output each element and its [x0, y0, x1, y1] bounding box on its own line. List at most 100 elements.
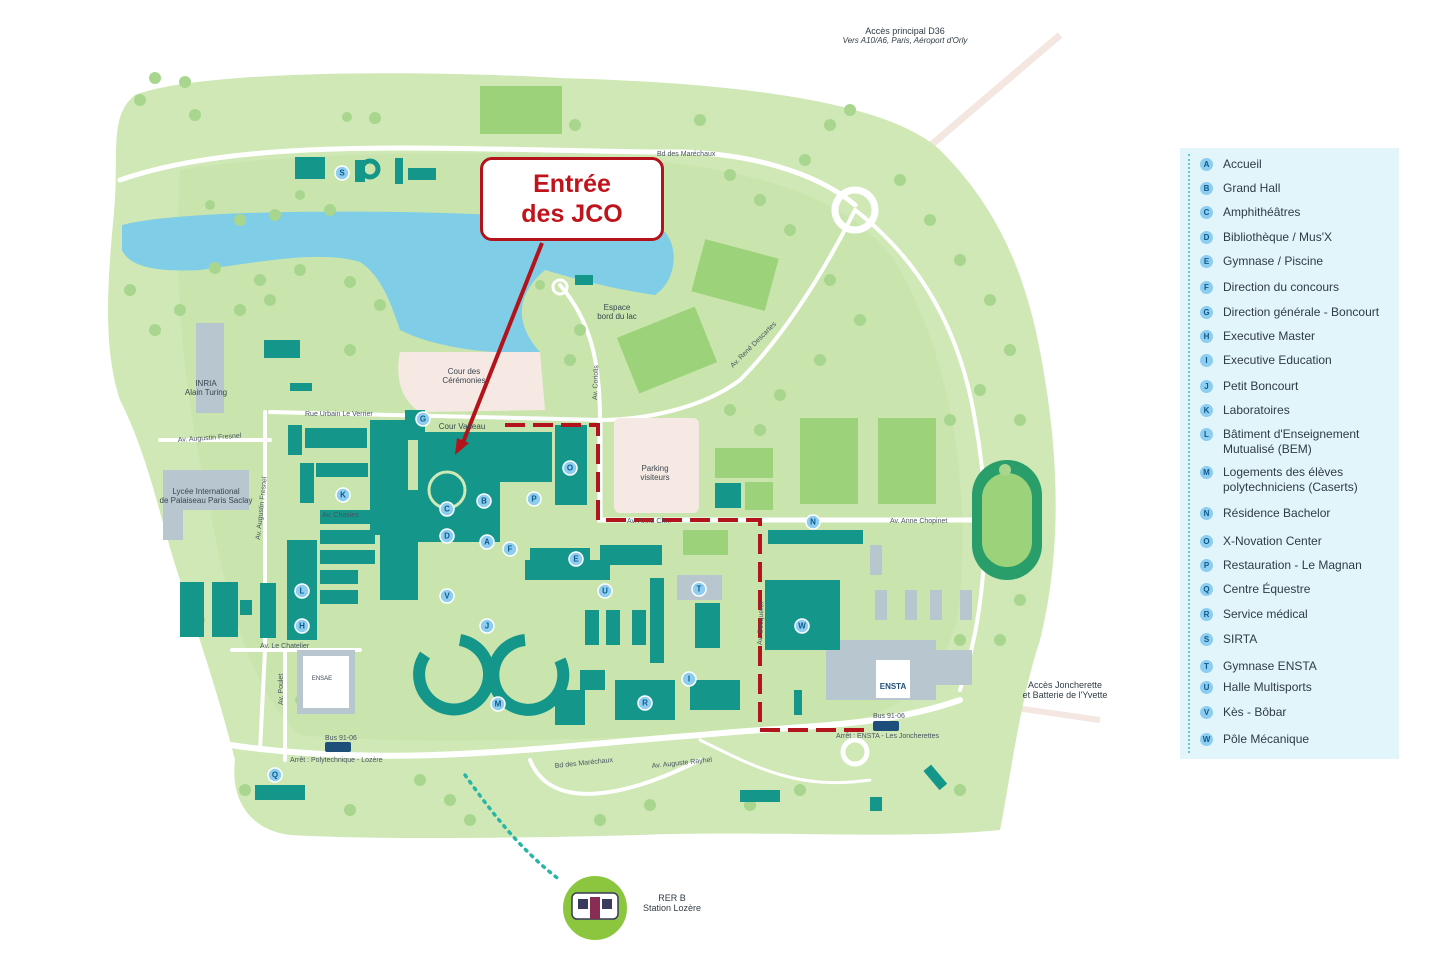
marker-t[interactable]: T: [691, 581, 707, 597]
legend-label-r: Service médical: [1223, 607, 1308, 621]
marker-v[interactable]: V: [439, 588, 455, 604]
legend-badge-b: B: [1200, 182, 1213, 195]
marker-q[interactable]: Q: [267, 767, 283, 783]
access-east: Accès Joncherette et Batterie de l'Yvett…: [1010, 680, 1120, 700]
legend-label-v: Kès - Bôbar: [1223, 705, 1287, 719]
legend-label-j: Petit Boncourt: [1223, 379, 1299, 393]
access-main-title: Accès principal D36: [865, 26, 945, 36]
marker-d[interactable]: D: [439, 528, 455, 544]
legend-label-k: Laboratoires: [1223, 403, 1290, 417]
legend-item-r[interactable]: R Service médical: [1200, 607, 1393, 622]
legend-badge-d: D: [1200, 231, 1213, 244]
marker-j[interactable]: J: [479, 618, 495, 634]
legend-label-n: Résidence Bachelor: [1223, 506, 1331, 520]
legend-badge-l: L: [1200, 428, 1213, 441]
cour-des-ceremonies: [398, 352, 545, 412]
marker-w-letter: W: [798, 622, 806, 631]
place-lycee-2: de Palaiseau Paris Saclay: [160, 496, 253, 505]
marker-i[interactable]: I: [681, 671, 697, 687]
legend-badge-s: S: [1200, 633, 1213, 646]
marker-g[interactable]: G: [415, 411, 431, 427]
street-av-poulet: Av. Poulet: [278, 674, 285, 705]
marker-h[interactable]: H: [294, 618, 310, 634]
marker-p[interactable]: P: [526, 491, 542, 507]
roundabout-south: [840, 737, 870, 767]
legend-badge-r: R: [1200, 608, 1213, 621]
ensta-building: [876, 660, 910, 698]
legend-item-b[interactable]: B Grand Hall: [1200, 181, 1393, 196]
marker-l-letter: L: [300, 587, 305, 596]
jco-entrance-callout: Entrée des JCO: [480, 157, 664, 241]
marker-j-letter: J: [485, 622, 489, 631]
legend-label-l: Bâtiment d'Enseignement Mutualisé (BEM): [1223, 427, 1360, 456]
access-main: Accès principal D36 Vers A10/A6, Paris, …: [840, 26, 970, 45]
marker-w[interactable]: W: [794, 618, 810, 634]
marker-l[interactable]: L: [294, 583, 310, 599]
bus-icon-west: [325, 742, 351, 752]
marker-g-letter: G: [420, 415, 426, 424]
legend-badge-q: Q: [1200, 583, 1213, 596]
place-espace-lac-1: Espace: [604, 303, 631, 312]
marker-s[interactable]: S: [334, 165, 350, 181]
legend-badge-p: P: [1200, 559, 1213, 572]
marker-p-letter: P: [531, 495, 537, 504]
marker-u[interactable]: U: [597, 583, 613, 599]
legend-item-l[interactable]: L Bâtiment d'Enseignement Mutualisé (BEM): [1200, 427, 1393, 457]
legend-item-k[interactable]: K Laboratoires: [1200, 403, 1393, 418]
legend-badge-k: K: [1200, 404, 1213, 417]
legend-label-p: Restauration - Le Magnan: [1223, 558, 1362, 572]
ensae-building: [297, 650, 355, 714]
street-rue-le-verrier: Rue Urbain Le Verrier: [305, 411, 373, 418]
place-espace-lac-2: bord du lac: [597, 312, 637, 321]
parking-visiteurs: [614, 418, 699, 513]
legend-badge-w: W: [1200, 733, 1213, 746]
marker-c[interactable]: C: [439, 501, 455, 517]
place-parking-1: Parking: [641, 464, 668, 473]
marker-f[interactable]: F: [502, 541, 518, 557]
marker-m[interactable]: M: [490, 696, 506, 712]
marker-e[interactable]: E: [568, 551, 584, 567]
marker-o[interactable]: O: [562, 460, 578, 476]
marker-n-letter: N: [810, 518, 816, 527]
bus-stop-east-name: Arrêt : ENSTA - Les Joncherettes: [836, 733, 939, 740]
legend-badge-h: H: [1200, 330, 1213, 343]
marker-r[interactable]: R: [637, 695, 653, 711]
marker-n[interactable]: N: [805, 514, 821, 530]
place-ensta: ENSTA: [880, 682, 907, 691]
marker-b-letter: B: [481, 497, 487, 506]
street-av-chatelier: Av. Le Chatelier: [260, 643, 310, 650]
legend-label-c: Amphithéâtres: [1223, 205, 1301, 219]
legend-item-p[interactable]: P Restauration - Le Magnan: [1200, 558, 1393, 573]
legend-label-b: Grand Hall: [1223, 181, 1281, 195]
marker-v-letter: V: [444, 592, 450, 601]
marker-f-letter: F: [508, 545, 513, 554]
legend-label-f: Direction du concours: [1223, 280, 1340, 294]
marker-k[interactable]: K: [335, 487, 351, 503]
campus-map[interactable]: Bd des Maréchaux Rue Urbain Le Verrier A…: [0, 0, 1180, 957]
marker-a[interactable]: A: [479, 534, 495, 550]
marker-b[interactable]: B: [476, 493, 492, 509]
street-av-chopinet-e: Av. Anne Chopinet: [890, 518, 947, 525]
bus-stop-west-line: Bus 91-06: [325, 735, 357, 742]
street-av-chasles: Av. Chasles: [322, 512, 359, 519]
legend-badge-e: E: [1200, 255, 1213, 268]
